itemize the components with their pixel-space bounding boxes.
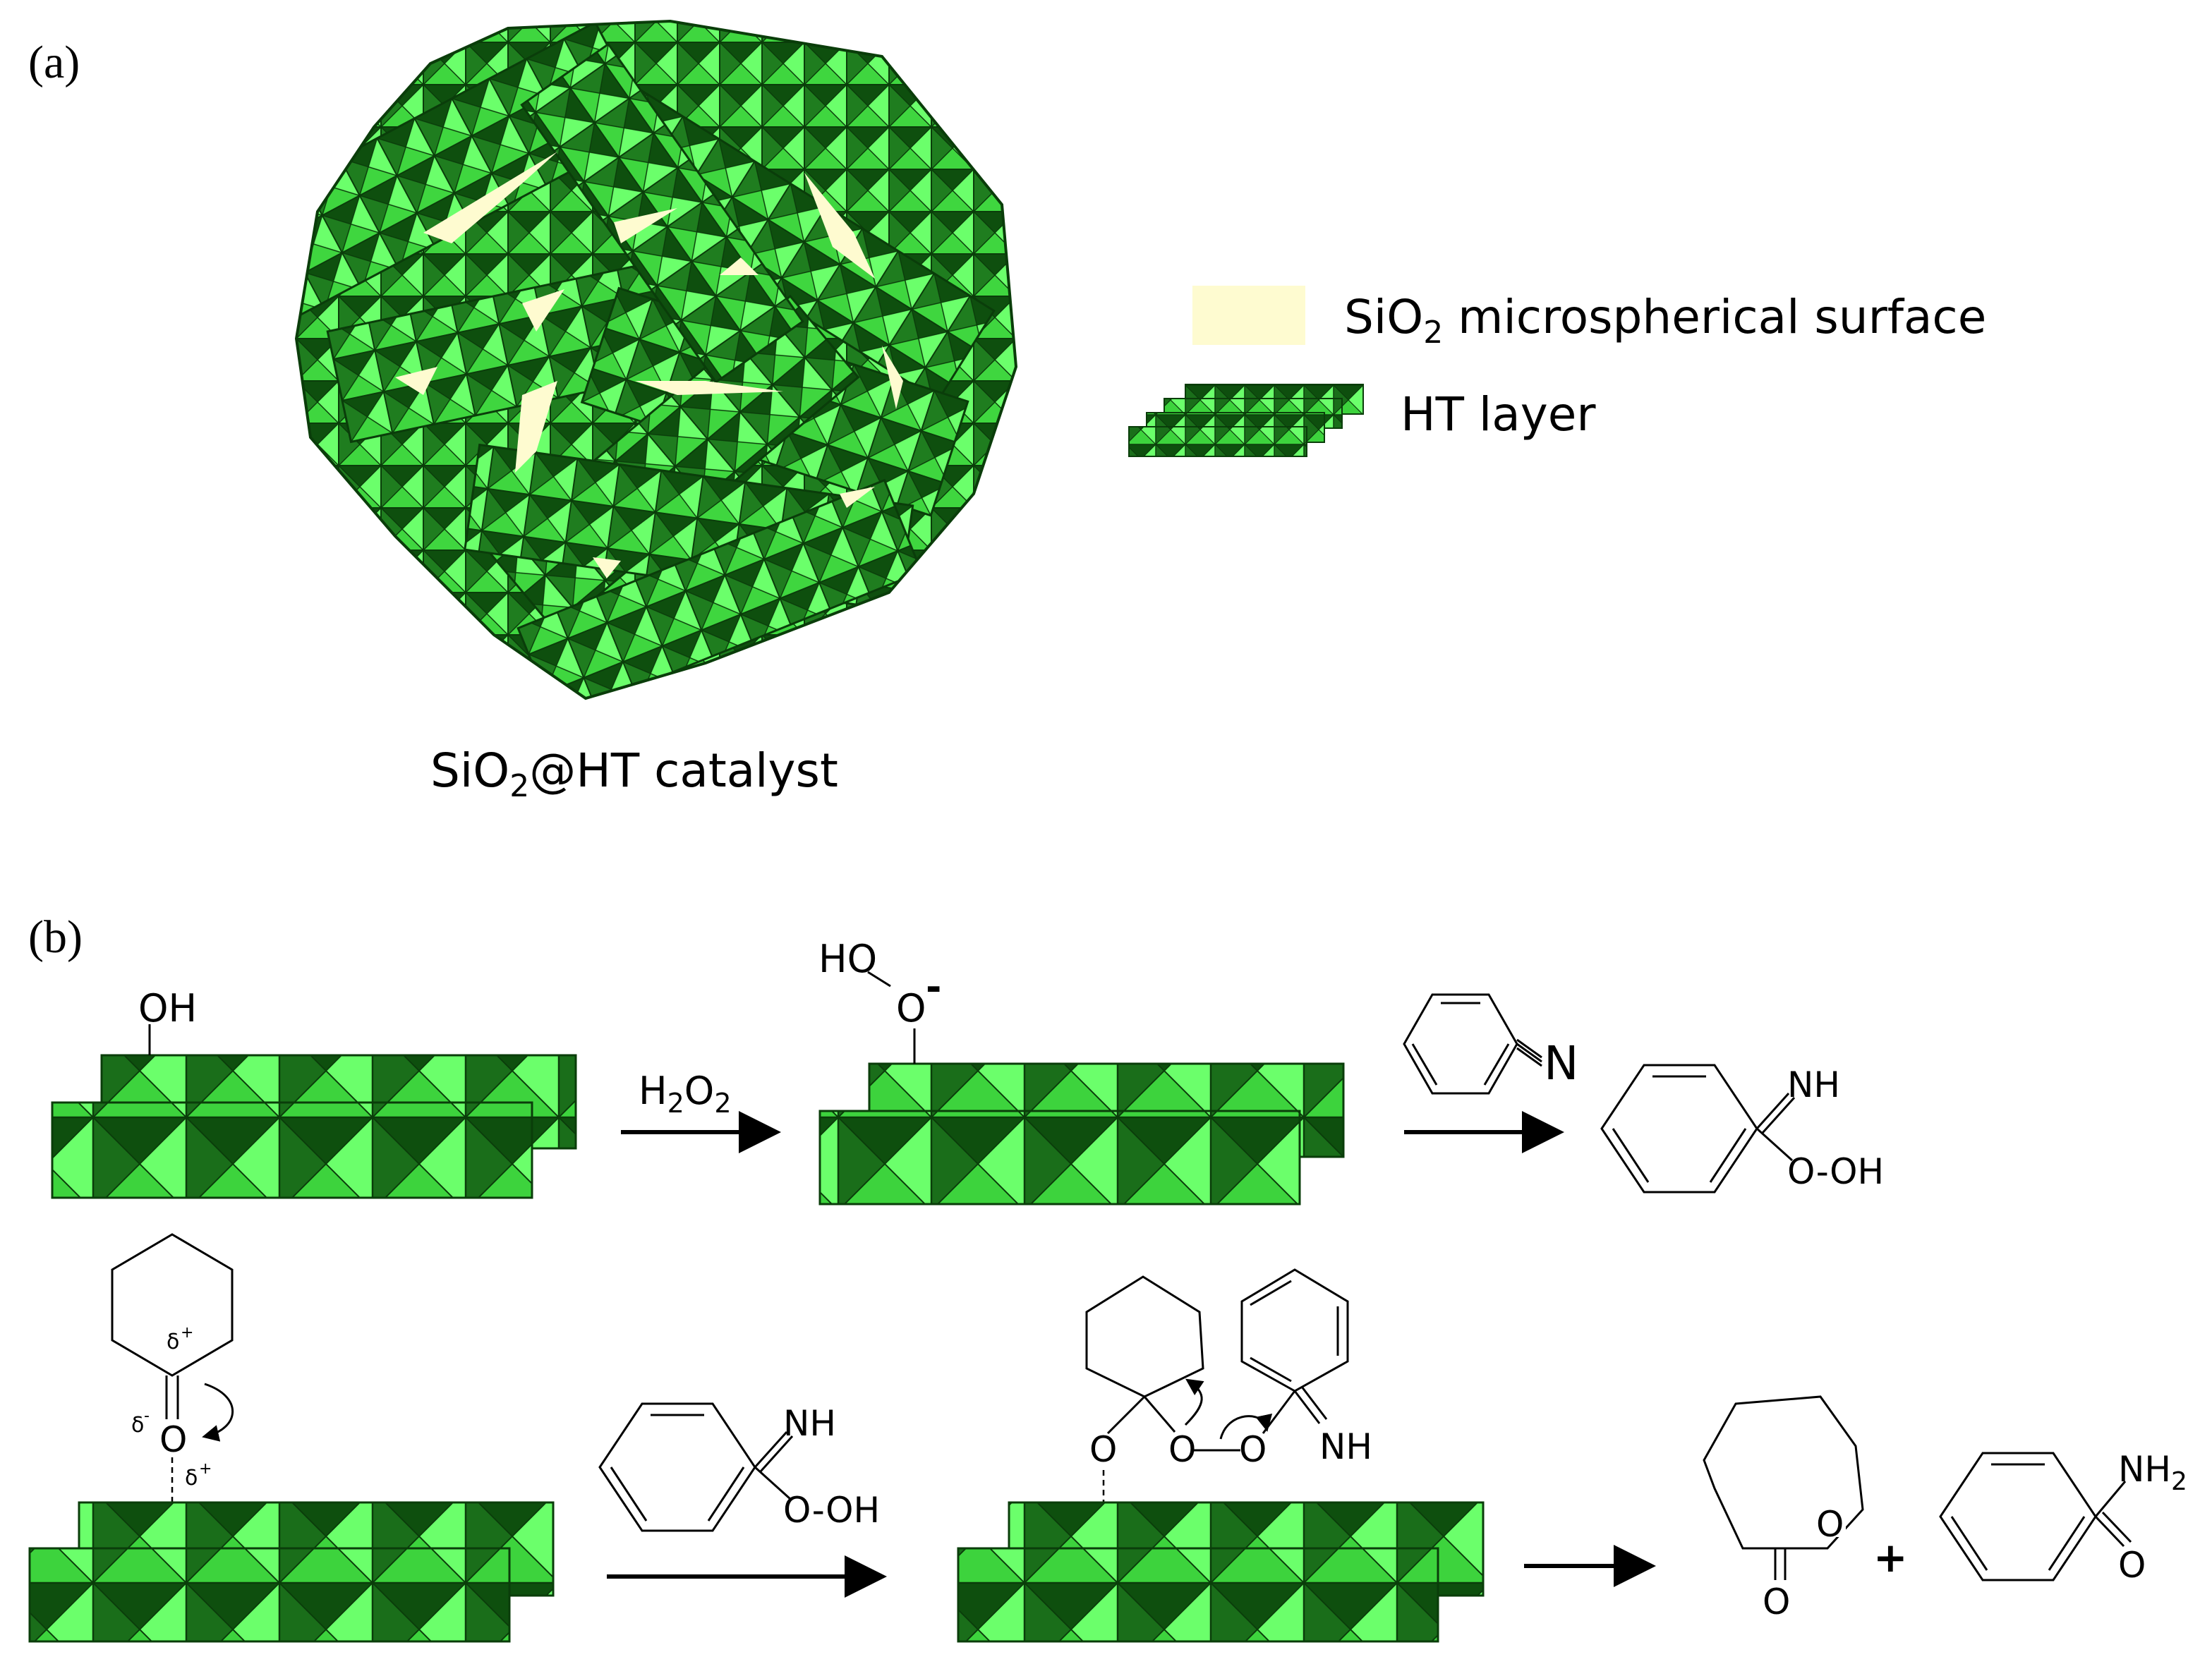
arrow-h2o2: H2O2 bbox=[621, 1069, 781, 1153]
peroxyimidic-acid-product: NH O-OH bbox=[1600, 1064, 1884, 1194]
svg-text:-: - bbox=[926, 965, 941, 1009]
svg-text:O-OH: O-OH bbox=[1787, 1151, 1884, 1192]
panel-b-label: (b) bbox=[28, 911, 83, 963]
catalyst-label: SiO2@HT catalyst bbox=[430, 743, 838, 804]
cyclohexanone-adsorbed: δ + O δ - δ + bbox=[28, 1233, 555, 1643]
svg-text:δ: δ bbox=[167, 1330, 179, 1354]
svg-text:O: O bbox=[159, 1419, 187, 1460]
svg-text:O-OH: O-OH bbox=[783, 1490, 880, 1531]
svg-text:+: + bbox=[199, 1460, 212, 1478]
peroxyimidic-acid-reagent: NH O-OH bbox=[598, 1402, 880, 1532]
legend-swatch-ht-layer bbox=[1128, 384, 1364, 457]
svg-text:H2O2: H2O2 bbox=[639, 1069, 732, 1119]
legend-label-ht-layer: HT layer bbox=[1401, 387, 1596, 442]
svg-text:O: O bbox=[1816, 1504, 1844, 1545]
ht-layer-hydroxyl: OH bbox=[51, 986, 577, 1199]
surface-oh-label: OH bbox=[138, 986, 197, 1031]
svg-text:O: O bbox=[2118, 1545, 2146, 1586]
svg-text:HO: HO bbox=[818, 937, 877, 981]
sio2-ht-sphere bbox=[294, 19, 1018, 700]
panel-a-label: (a) bbox=[28, 37, 80, 88]
criegee-intermediate: O O O NH bbox=[957, 1268, 1485, 1643]
svg-text:NH2: NH2 bbox=[2118, 1449, 2187, 1496]
svg-text:NH: NH bbox=[783, 1403, 836, 1444]
svg-text:O: O bbox=[1089, 1429, 1117, 1470]
svg-text:+: + bbox=[181, 1324, 193, 1342]
ht-layer-peroxide: HO O - bbox=[818, 937, 1345, 1206]
legend-swatch-silica bbox=[1192, 286, 1305, 345]
legend-label-silica: SiO2 microspherical surface bbox=[1344, 290, 1986, 351]
svg-text:O: O bbox=[896, 986, 926, 1031]
svg-text:O: O bbox=[1239, 1429, 1267, 1470]
svg-text:O: O bbox=[1168, 1429, 1196, 1470]
benzamide: NH2 O bbox=[1939, 1449, 2187, 1586]
svg-text:N: N bbox=[1544, 1036, 1578, 1091]
svg-text:O: O bbox=[1763, 1581, 1790, 1622]
svg-text:-: - bbox=[144, 1407, 150, 1425]
svg-text:NH: NH bbox=[1319, 1426, 1372, 1467]
benzonitrile: N bbox=[1403, 993, 1578, 1095]
caprolactone: O O bbox=[1703, 1395, 1864, 1622]
svg-text:NH: NH bbox=[1787, 1064, 1840, 1105]
plus-sign: + bbox=[1873, 1534, 1908, 1581]
svg-text:δ: δ bbox=[131, 1413, 144, 1438]
svg-text:δ: δ bbox=[185, 1466, 198, 1490]
legend: SiO2 microspherical surface HT layer bbox=[1128, 286, 1986, 457]
